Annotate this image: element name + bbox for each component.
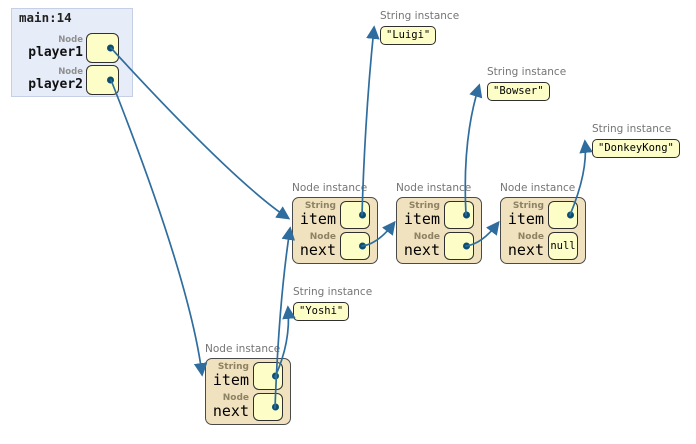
pointer-origin-dot: [107, 44, 114, 52]
variable-row-player2: Node player2: [12, 65, 119, 95]
string-instance-luigi: String instance "Luigi": [380, 9, 459, 45]
string-instance-donkeykong: String instance "DonkeyKong": [592, 122, 680, 158]
string-instance-label: String instance: [592, 123, 672, 135]
variable-type: Node: [58, 67, 83, 77]
arrow-player1-to-node1: [110, 47, 291, 220]
node-instance-2: Node instance String item Node next: [396, 181, 482, 264]
pointer-origin-dot: [359, 242, 366, 249]
node-instance-4: Node instance String item Node next: [205, 342, 291, 425]
field-type: Node: [517, 231, 544, 242]
node-box: String item Node next: [205, 358, 291, 425]
node-instance-label: Node instance: [205, 343, 281, 355]
string-instance-bowser: String instance "Bowser": [487, 65, 566, 101]
field-value-slot: [340, 200, 370, 229]
field-value-slot: null: [548, 231, 578, 260]
string-value-box: "Luigi": [380, 26, 437, 45]
arrow-player2-to-node4: [110, 79, 208, 377]
variable-row-player1: Node player1: [12, 33, 119, 63]
string-instance-yoshi: String instance "Yoshi": [293, 285, 372, 321]
null-value: null: [550, 239, 576, 252]
pointer-origin-dot: [272, 372, 279, 379]
field-type: String: [512, 200, 544, 211]
field-value-slot: [253, 392, 283, 421]
pointer-origin-dot: [107, 76, 114, 84]
string-instance-label: String instance: [293, 286, 373, 298]
pointer-origin-dot: [272, 403, 279, 410]
field-name: item: [403, 209, 440, 228]
stack-frame-main: main:14 Node player1 Node player2: [11, 8, 133, 97]
field-type: String: [408, 200, 440, 211]
field-name: item: [212, 370, 249, 389]
field-name: item: [299, 209, 336, 228]
variable-value-slot: [86, 65, 119, 95]
node-instance-1: Node instance String item Node next: [292, 181, 378, 264]
field-type: String: [217, 361, 249, 372]
field-type: String: [304, 200, 336, 211]
field-row-item: String item: [402, 200, 474, 229]
field-value-slot: [444, 231, 474, 260]
field-type: Node: [222, 392, 249, 403]
variable-value-slot: [86, 33, 119, 63]
field-row-item: String item: [211, 361, 283, 390]
frame-variables: Node player1 Node player2: [12, 33, 132, 95]
string-instance-label: String instance: [380, 10, 460, 22]
variable-name: player1: [28, 45, 83, 60]
string-value-box: "Yoshi": [293, 302, 350, 321]
pointer-origin-dot: [567, 211, 574, 218]
field-value-slot: [253, 361, 283, 390]
field-row-next: Node next null: [506, 231, 578, 260]
node-box: String item Node next: [396, 197, 482, 264]
node-box: String item Node next: [292, 197, 378, 264]
node-instance-3: Node instance String item Node next null: [500, 181, 586, 264]
pointer-origin-dot: [463, 242, 470, 249]
field-name: next: [403, 240, 440, 259]
node-instance-label: Node instance: [500, 182, 576, 194]
field-row-item: String item: [298, 200, 370, 229]
frame-title: main:14: [19, 10, 72, 25]
field-name: next: [212, 401, 249, 420]
field-row-item: String item: [506, 200, 578, 229]
string-value-box: "DonkeyKong": [592, 139, 680, 158]
node-instance-label: Node instance: [396, 182, 472, 194]
variable-type: Node: [58, 35, 83, 45]
node-instance-label: Node instance: [292, 182, 368, 194]
field-row-next: Node next: [298, 231, 370, 260]
node-box: String item Node next null: [500, 197, 586, 264]
field-row-next: Node next: [402, 231, 474, 260]
pointer-origin-dot: [463, 211, 470, 218]
field-value-slot: [340, 231, 370, 260]
field-value-slot: [444, 200, 474, 229]
string-instance-label: String instance: [487, 66, 567, 78]
field-type: Node: [309, 231, 336, 242]
field-name: next: [507, 240, 544, 259]
string-value-box: "Bowser": [487, 82, 550, 101]
field-value-slot: [548, 200, 578, 229]
field-type: Node: [413, 231, 440, 242]
variable-name: player2: [28, 77, 83, 92]
field-row-next: Node next: [211, 392, 283, 421]
field-name: next: [299, 240, 336, 259]
pointer-origin-dot: [359, 211, 366, 218]
field-name: item: [507, 209, 544, 228]
